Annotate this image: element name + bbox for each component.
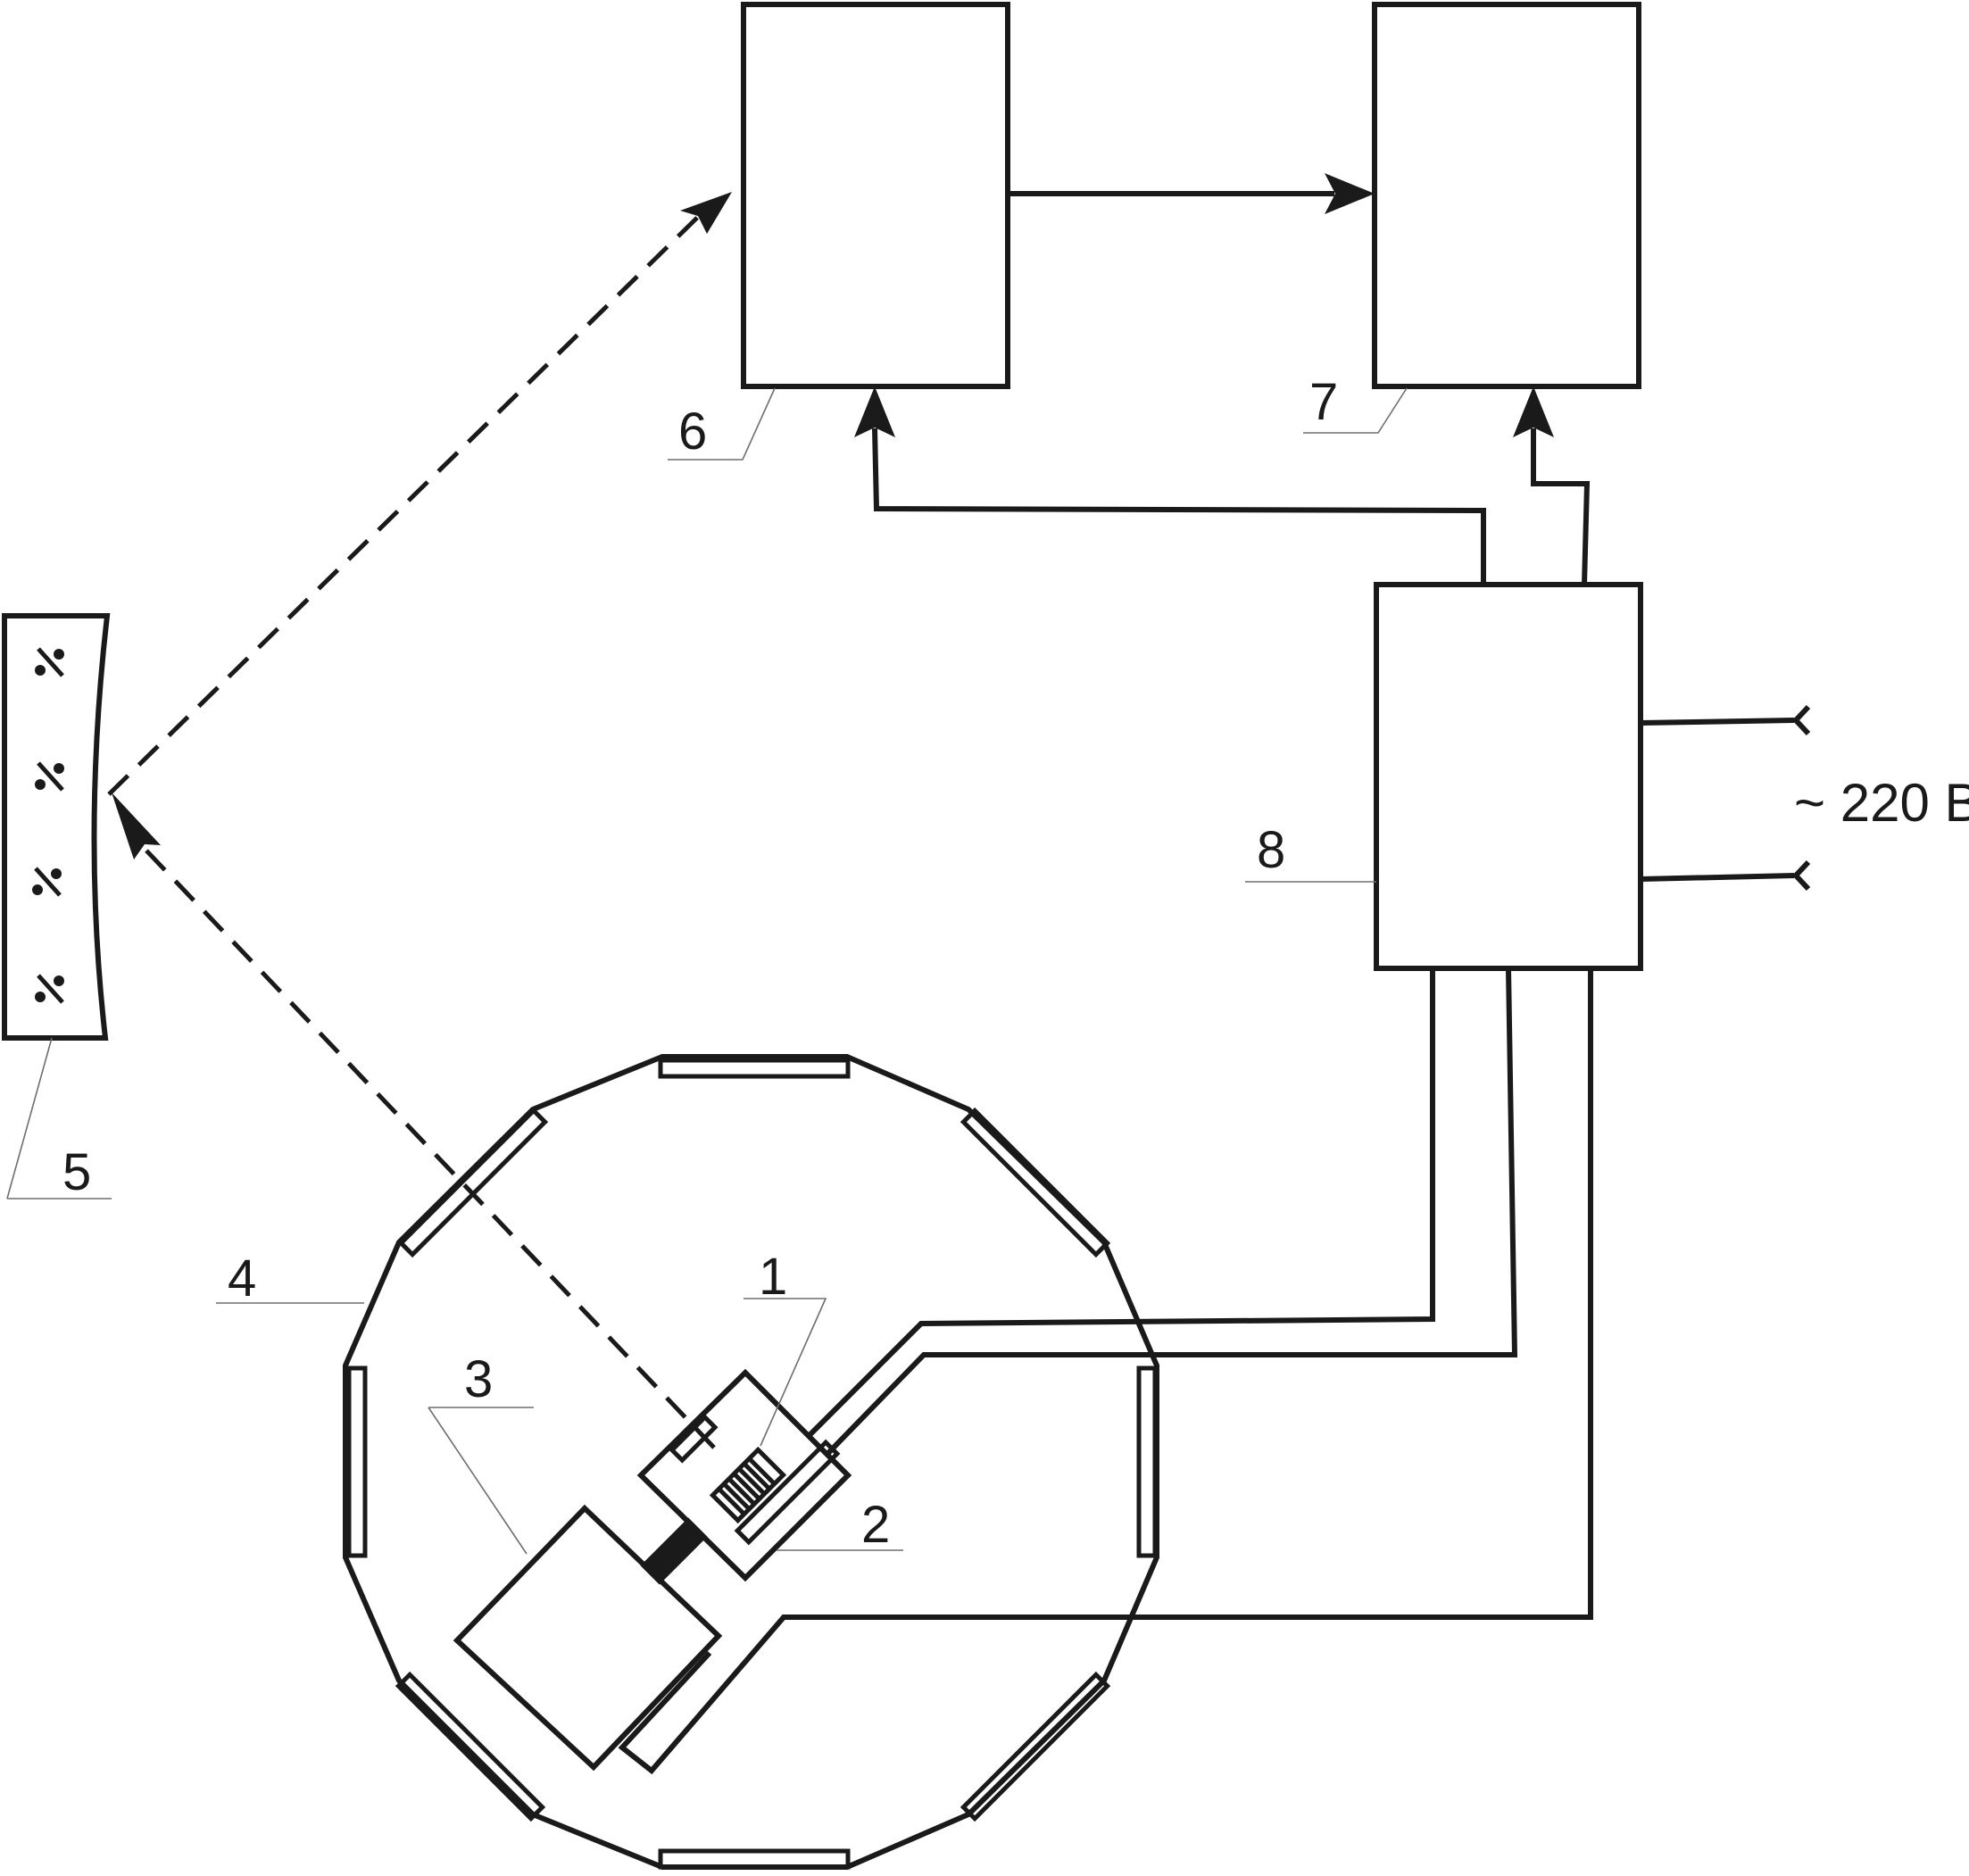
chamber-window xyxy=(658,1848,851,1870)
label-2: 2 xyxy=(861,1496,890,1554)
chamber-window xyxy=(397,1107,549,1258)
chamber-window xyxy=(1136,1365,1158,1558)
mains-input xyxy=(1640,704,1811,892)
connection-8-to-6 xyxy=(854,386,1486,585)
label-7: 7 xyxy=(1309,373,1338,431)
chamber-window xyxy=(395,1671,546,1822)
block-7 xyxy=(1372,2,1641,389)
label-6: 6 xyxy=(678,403,707,461)
wiring-8-to-holder xyxy=(618,967,1593,1775)
block-6 xyxy=(741,2,1010,389)
chamber-window xyxy=(346,1365,368,1558)
supply-voltage-label: ~ 220 В xyxy=(1794,773,1969,833)
connection-8-to-7 xyxy=(1513,386,1591,585)
chamber-window xyxy=(960,1107,1111,1258)
chamber-window xyxy=(658,1058,851,1079)
target-mark xyxy=(35,761,64,792)
beam-1-to-5 xyxy=(112,793,716,1449)
target-mark xyxy=(32,867,62,897)
shaft-connector xyxy=(640,1517,708,1585)
chamber-4 xyxy=(343,1054,1159,1870)
block-8-power-supply xyxy=(1374,582,1643,971)
target-5 xyxy=(2,613,111,1041)
label-4: 4 xyxy=(228,1249,256,1307)
target-mark xyxy=(35,974,64,1004)
drive-3 xyxy=(453,1504,723,1772)
emitter-1 xyxy=(709,1446,787,1524)
beam-5-to-6 xyxy=(107,192,732,796)
leader-lines xyxy=(6,387,1408,1555)
label-8: 8 xyxy=(1257,821,1285,879)
label-5: 5 xyxy=(62,1143,91,1201)
target-mark xyxy=(35,647,64,677)
arrow-6-to-7 xyxy=(1008,173,1375,214)
label-3: 3 xyxy=(464,1350,493,1408)
label-1: 1 xyxy=(759,1248,787,1306)
chamber-window xyxy=(960,1671,1111,1822)
